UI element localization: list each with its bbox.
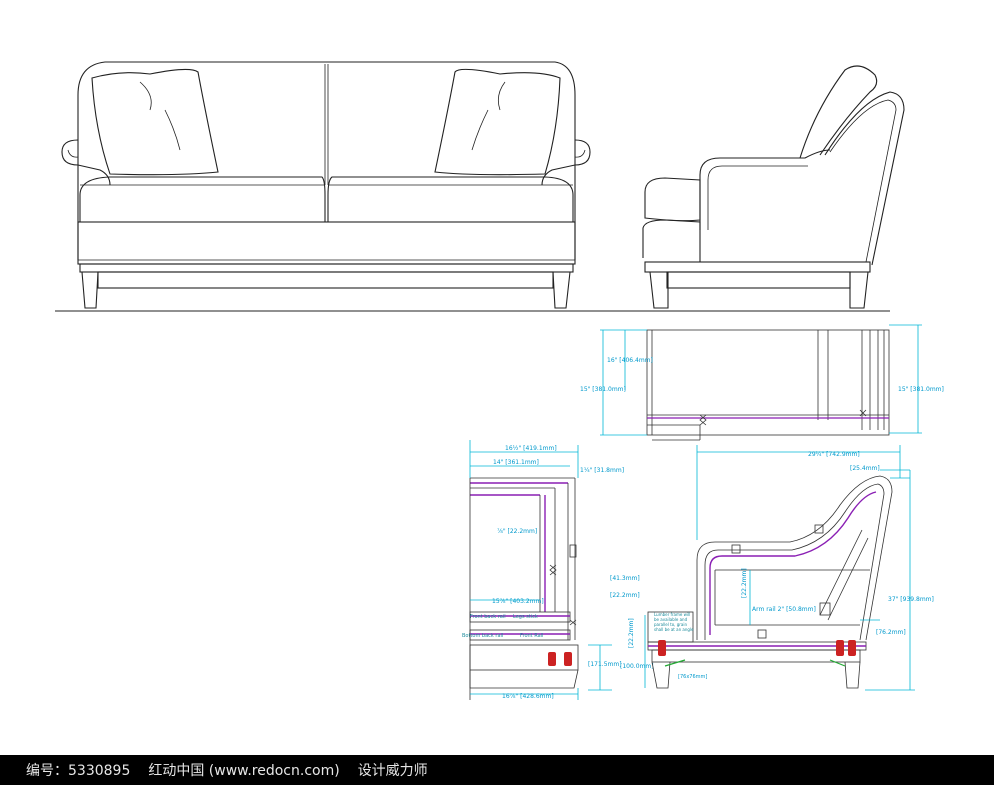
dim-sec-low1: 15⅞" [403.2mm] — [492, 598, 544, 605]
dim-arm-22: [22.2mm] — [628, 618, 635, 648]
dim-arm-bottom: [76x76mm] — [678, 674, 707, 680]
sofa-technical-drawing: 16" [406.4mm] 15" [381.0mm] 15" [381.0mm… — [55, 61, 944, 700]
dim-arm-top2: [25.4mm] — [850, 465, 880, 472]
dim-top-right: 15" [381.0mm] — [898, 386, 944, 393]
label-front-rail: Front Rail — [520, 633, 543, 639]
dim-sec-top1: 16½" [419.1mm] — [505, 445, 557, 452]
footer-designer: 设计威力师 — [357, 763, 428, 779]
dim-sec-bottom: 16⅞" [428.6mm] — [502, 693, 554, 700]
dim-sec-100: [100.0mm] — [620, 663, 654, 670]
dim-sec-top2: 14" [361.1mm] — [493, 459, 539, 466]
dim-sec-top3: 1¼" [31.8mm] — [580, 467, 624, 474]
frame-cross-section: 16½" [419.1mm] 14" [361.1mm] 1¼" [31.8mm… — [462, 440, 654, 700]
dim-arm-low: [76.2mm] — [876, 629, 906, 636]
sofa-side-view — [642, 65, 905, 309]
dim-sec-mid: ⅞" [22.2mm] — [497, 528, 537, 535]
dim-top-inner: 16" [406.4mm] — [607, 357, 653, 364]
dim-sec-mid3: [22.2mm] — [610, 592, 640, 599]
sofa-front-view — [55, 61, 890, 312]
footer-id: 编号：5330895 — [26, 763, 131, 779]
dim-top-left: 15" [381.0mm] — [580, 386, 626, 393]
label-bottom-back: Bottom back rail — [462, 633, 503, 639]
dim-arm-rail: Arm rail 2" [50.8mm] — [752, 606, 816, 613]
dim-sec-mid2: [41.3mm] — [610, 575, 640, 582]
frame-top-view: 16" [406.4mm] 15" [381.0mm] 15" [381.0mm… — [580, 324, 944, 441]
label-front-back: Front back rail — [470, 614, 506, 620]
dim-arm-mid: [22.2mm] — [741, 568, 748, 598]
watermark-footer: 编号：5330895 红动中国 (www.redocn.com) 设计威力师 — [0, 755, 994, 785]
dim-arm-height: 37" [939.8mm] — [888, 596, 934, 603]
dim-arm-top: 29¼" [742.9mm] — [808, 451, 860, 458]
arm-frame-section: 29¼" [742.9mm] [25.4mm] 37" [939.8mm] [2… — [628, 445, 934, 691]
dim-sec-171: [171.5mm] — [588, 661, 622, 668]
arm-frame-note: Lumber frame will be available and paral… — [654, 612, 694, 632]
footer-site: 红动中国 (www.redocn.com) — [148, 763, 340, 779]
label-legs: Legs stick — [513, 614, 538, 620]
